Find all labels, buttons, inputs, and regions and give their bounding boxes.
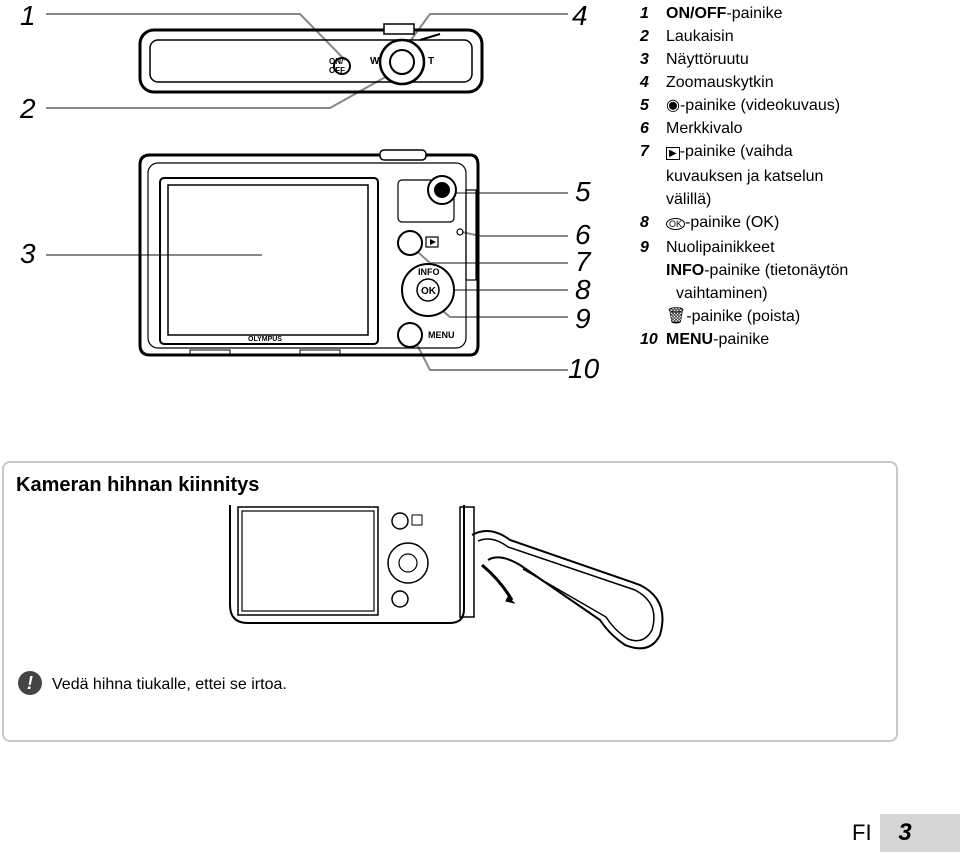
legend-text: välillä) bbox=[666, 191, 712, 208]
camera-illustration: ON/ OFF W T INFO OK MENU OLYMPUS bbox=[46, 13, 568, 371]
info-label: INFO bbox=[418, 267, 440, 277]
legend-number: 1 bbox=[640, 5, 649, 22]
legend-text: -painike (poista) bbox=[686, 308, 801, 325]
legend-text: -painike (OK) bbox=[685, 214, 780, 231]
strap-section-title: Kameran hihnan kiinnitys bbox=[16, 474, 260, 496]
legend-number: 10 bbox=[640, 331, 658, 348]
trash-icon: 🗑 bbox=[666, 308, 687, 325]
legend-item-continued: 🗑-painike (poista) bbox=[640, 305, 958, 328]
parts-legend: 1 ON/OFF-painike 2 Laukaisin 3 Näyttöruu… bbox=[640, 2, 958, 351]
shutter-button bbox=[389, 49, 415, 75]
legend-text: Näyttöruutu bbox=[666, 51, 749, 68]
legend-text: kuvauksen ja katselun bbox=[666, 168, 824, 185]
ok-icon: OK bbox=[666, 218, 686, 230]
movie-icon: ◉ bbox=[666, 97, 680, 114]
callout-7: 7 bbox=[575, 246, 591, 277]
callout-4: 4 bbox=[572, 0, 588, 31]
callout-6: 6 bbox=[575, 219, 591, 250]
legend-item: 3 Näyttöruutu bbox=[640, 48, 958, 71]
display-screen bbox=[167, 184, 369, 336]
legend-text: -painike (videokuvaus) bbox=[679, 97, 841, 114]
legend-item-continued: vaihtaminen) bbox=[640, 282, 958, 305]
legend-bold: INFO bbox=[666, 262, 705, 279]
legend-number: 8 bbox=[640, 214, 649, 231]
legend-number: 9 bbox=[640, 239, 649, 256]
legend-item: 1 ON/OFF-painike bbox=[640, 2, 958, 25]
legend-item: 5 ◉-painike (videokuvaus) bbox=[640, 94, 958, 117]
playback-button bbox=[397, 230, 423, 256]
playback-icon: ▶ bbox=[666, 147, 680, 160]
menu-button bbox=[397, 322, 423, 348]
indicator-lamp bbox=[456, 228, 464, 236]
legend-number: 4 bbox=[640, 74, 649, 91]
callout-3: 3 bbox=[20, 238, 36, 269]
legend-number: 7 bbox=[640, 143, 649, 160]
legend-text: -painike bbox=[713, 331, 770, 348]
legend-text: -painike (tietonäytön bbox=[704, 262, 849, 279]
ok-button bbox=[416, 278, 440, 302]
warning-icon: ! bbox=[18, 671, 42, 695]
legend-item: 4 Zoomauskytkin bbox=[640, 71, 958, 94]
legend-item: 10 MENU-painike bbox=[640, 328, 958, 351]
ok-label: OK bbox=[421, 286, 437, 297]
display-frame bbox=[159, 177, 379, 345]
brand-label: OLYMPUS bbox=[248, 336, 282, 343]
footer-language: FI bbox=[852, 820, 872, 845]
legend-text: vaihtaminen) bbox=[676, 285, 768, 302]
footer-page-number: 3 bbox=[880, 814, 960, 852]
callout-9: 9 bbox=[575, 303, 591, 334]
legend-item: 2 Laukaisin bbox=[640, 25, 958, 48]
legend-item-continued: kuvauksen ja katselun bbox=[640, 165, 958, 188]
legend-item-continued: välillä) bbox=[640, 188, 958, 211]
legend-number: 3 bbox=[640, 51, 649, 68]
legend-item-continued: INFO-painike (tietonäytön bbox=[640, 259, 958, 282]
callout-5: 5 bbox=[575, 176, 591, 207]
strap-illustration bbox=[229, 505, 664, 650]
legend-number: 6 bbox=[640, 120, 649, 137]
legend-number: 5 bbox=[640, 97, 649, 114]
callout-8: 8 bbox=[575, 274, 591, 305]
zoom-w-label: W bbox=[370, 56, 380, 67]
callout-1: 1 bbox=[20, 0, 36, 31]
legend-item: 8 OK-painike (OK) bbox=[640, 211, 958, 236]
legend-item: 9 Nuolipainikkeet bbox=[640, 236, 958, 259]
legend-text: Nuolipainikkeet bbox=[666, 239, 775, 256]
legend-bold: MENU bbox=[666, 331, 714, 348]
strap-note: Vedä hihna tiukalle, ettei se irtoa. bbox=[52, 676, 287, 693]
on-off-label-1: ON/ bbox=[329, 57, 344, 66]
legend-text: Zoomauskytkin bbox=[666, 74, 774, 91]
callout-10: 10 bbox=[568, 353, 600, 384]
strap-panel bbox=[2, 461, 898, 742]
on-off-label-2: OFF bbox=[329, 66, 345, 75]
legend-item: 6 Merkkivalo bbox=[640, 117, 958, 140]
legend-text: Merkkivalo bbox=[666, 120, 743, 137]
legend-item: 7 ▶-painike (vaihda bbox=[640, 140, 958, 165]
zoom-t-label: T bbox=[428, 56, 434, 67]
callout-2: 2 bbox=[20, 93, 36, 124]
legend-text: -painike (vaihda bbox=[679, 143, 793, 160]
legend-number: 2 bbox=[640, 28, 649, 45]
legend-text: -painike bbox=[726, 5, 783, 22]
legend-bold: ON/OFF bbox=[666, 5, 727, 22]
menu-label: MENU bbox=[428, 330, 455, 340]
power-button-top bbox=[333, 57, 351, 75]
legend-text: Laukaisin bbox=[666, 28, 734, 45]
